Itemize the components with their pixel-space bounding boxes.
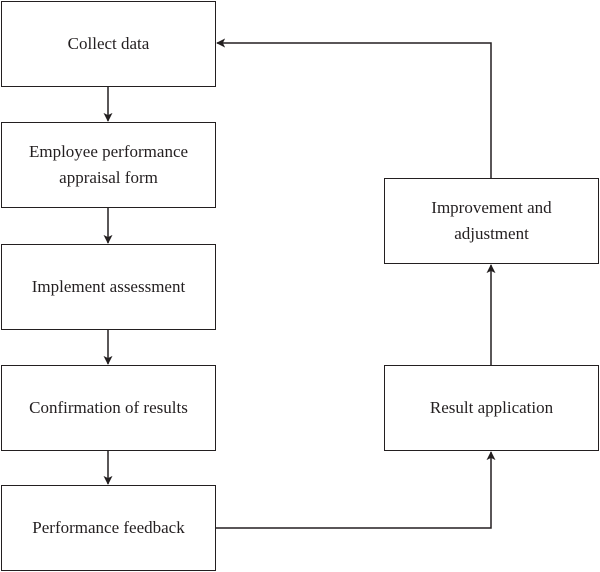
node-confirmation-of-results-label: Confirmation of results <box>29 398 188 417</box>
node-confirmation-of-results: Confirmation of results <box>1 365 216 451</box>
node-appraisal-form: Employee performance appraisal form <box>1 122 216 208</box>
node-result-application: Result application <box>384 365 599 451</box>
node-improvement-adjustment-label: Improvement and adjustment <box>431 198 552 243</box>
node-collect-data: Collect data <box>1 1 216 87</box>
arrow-improvement-to-collect <box>216 38 492 178</box>
node-implement-assessment: Implement assessment <box>1 244 216 330</box>
node-collect-data-label: Collect data <box>67 34 150 53</box>
node-result-application-label: Result application <box>429 398 554 417</box>
node-improvement-adjustment: Improvement and adjustment <box>384 178 599 264</box>
node-performance-feedback: Performance feedback <box>1 485 216 571</box>
arrow-feedback-to-application <box>216 451 496 529</box>
node-implement-assessment-label: Implement assessment <box>31 277 186 296</box>
node-performance-feedback-label: Performance feedback <box>32 518 185 537</box>
node-appraisal-form-label: Employee performance appraisal form <box>28 142 189 187</box>
